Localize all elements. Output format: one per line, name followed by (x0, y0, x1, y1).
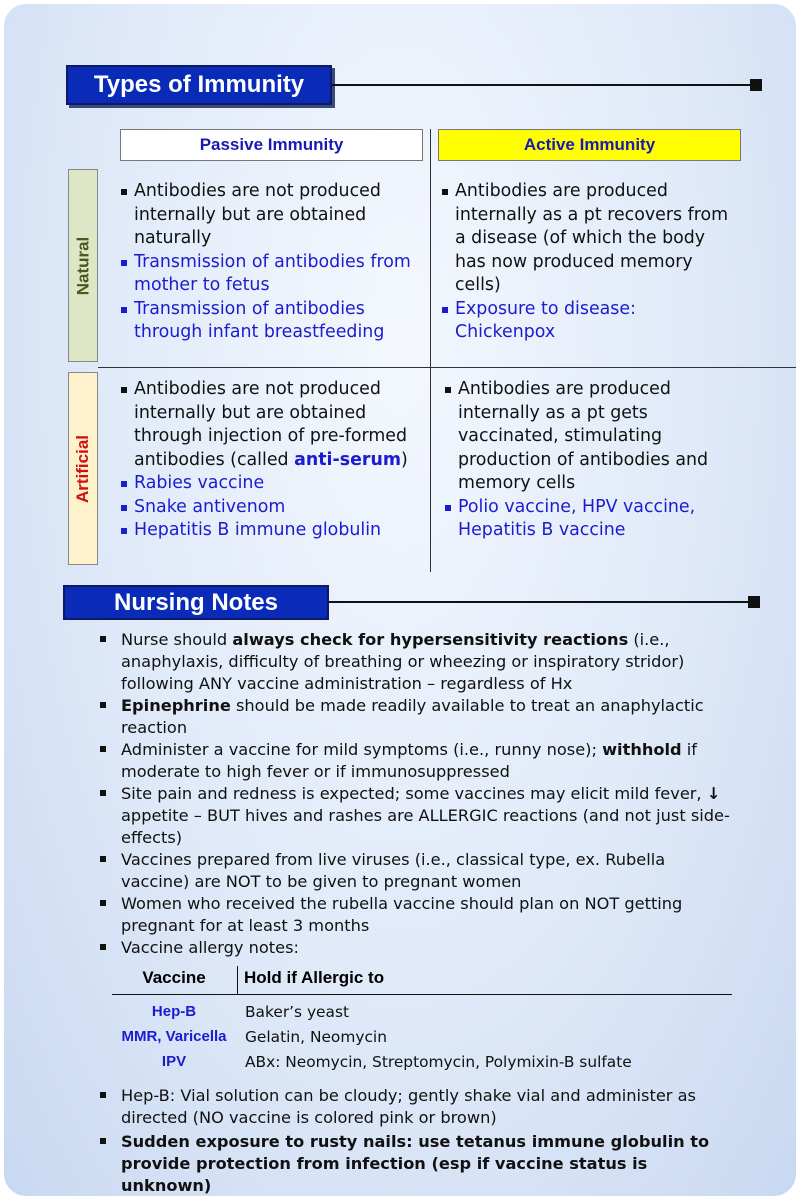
note-live-viruses: Vaccines prepared from live viruses (i.e… (96, 849, 736, 893)
natural-active-cell: Antibodies are produced internally as a … (441, 180, 733, 345)
note-3-bold: withhold (602, 740, 682, 759)
natural-row-label-text: Natural (73, 236, 93, 295)
note-rusty-nails: Sudden exposure to rusty nails: use teta… (96, 1131, 736, 1196)
passive-immunity-header: Passive Immunity (120, 129, 423, 161)
artificial-passive-main-a: Antibodies are not produced internally b… (134, 379, 408, 470)
anti-serum-highlight: anti-serum (294, 449, 401, 470)
grid-vertical-divider (430, 129, 431, 572)
natural-passive-main: Antibodies are not produced internally b… (120, 180, 420, 251)
table-row: IPV ABx: Neomycin, Streptomycin, Polymix… (112, 1051, 732, 1076)
note-rubella: Women who received the rubella vaccine s… (96, 893, 736, 937)
note-epinephrine: Epinephrine should be made readily avail… (96, 695, 736, 739)
note-3-text-b: if moderate to high fever or if immunosu… (121, 740, 697, 781)
table-row: MMR, Varicella Gelatin, Neomycin (112, 1026, 732, 1051)
notes-rule-end-square (748, 596, 760, 608)
note-1-bold: always check for hypersensitivity reacti… (232, 630, 629, 649)
vaccine-name: Hep-B (151, 1003, 197, 1020)
artificial-passive-main: Antibodies are not produced internally b… (120, 378, 422, 472)
arrow-down-icon: ↓ (706, 784, 721, 803)
nursing-notes-list: Nurse should always check for hypersensi… (96, 629, 736, 959)
natural-row-label: Natural (68, 169, 98, 362)
vaccine-name: IPV (161, 1053, 187, 1070)
grid-horizontal-divider (98, 367, 796, 368)
allergen: Baker’s yeast (245, 1003, 350, 1021)
note-4-text-a: Site pain and redness is expected; some … (121, 784, 707, 803)
note-3-text-a: Administer a vaccine for mild symptoms (… (121, 740, 603, 759)
artificial-row-label-text: Artificial (73, 434, 92, 503)
natural-passive-example-1: Transmission of antibodies from mother t… (120, 251, 420, 298)
artificial-passive-example-1: Rabies vaccine (120, 472, 422, 496)
natural-passive-cell: Antibodies are not produced internally b… (120, 180, 420, 345)
note-2-text: should be made readily available to trea… (121, 696, 704, 737)
nursing-notes-title: Nursing Notes (63, 585, 329, 620)
artificial-active-cell: Antibodies are produced internally as a … (444, 378, 736, 543)
note-allergy-intro: Vaccine allergy notes: (96, 937, 736, 959)
notes-rule (329, 601, 753, 603)
note-administer: Administer a vaccine for mild symptoms (… (96, 739, 736, 783)
nursing-notes-list-continued: Hep-B: Vial solution can be cloudy; gent… (96, 1085, 736, 1196)
artificial-passive-example-3: Hepatitis B immune globulin (120, 519, 422, 543)
table-row: Hep-B Baker’s yeast (112, 1001, 732, 1026)
vaccine-allergy-table: Vaccine Hold if Allergic to Hep-B Baker’… (112, 966, 732, 1076)
artificial-active-main: Antibodies are produced internally as a … (444, 378, 736, 496)
title-rule (332, 84, 754, 86)
note-1-text-b: (i.e., anaphylaxis, difficulty of breath… (121, 630, 685, 693)
natural-active-main: Antibodies are produced internally as a … (441, 180, 733, 298)
natural-active-example-1: Exposure to disease: Chickenpox (441, 298, 733, 345)
artificial-passive-main-b: ) (400, 449, 408, 470)
artificial-active-example-1: Polio vaccine, HPV vaccine, Hepatitis B … (444, 496, 736, 543)
page-card: Types of Immunity Passive Immunity Activ… (4, 4, 796, 1196)
note-1-text-a: Nurse should (121, 630, 233, 649)
col-vaccine-header: Vaccine (142, 968, 206, 987)
note-site-pain: Site pain and redness is expected; some … (96, 783, 736, 849)
artificial-passive-example-2: Snake antivenom (120, 496, 422, 520)
note-2-bold: Epinephrine (121, 696, 231, 715)
allergen: ABx: Neomycin, Streptomycin, Polymixin-B… (245, 1053, 632, 1071)
types-of-immunity-title: Types of Immunity (66, 65, 332, 105)
header-column-separator (237, 966, 238, 994)
title-rule-end-square (750, 79, 762, 91)
vaccine-allergy-table-header: Vaccine Hold if Allergic to (112, 966, 732, 995)
col-hold-header: Hold if Allergic to (244, 968, 385, 987)
active-immunity-header: Active Immunity (438, 129, 741, 161)
allergen: Gelatin, Neomycin (245, 1028, 387, 1046)
note-4-text-b: appetite – BUT hives and rashes are ALLE… (121, 806, 730, 847)
artificial-passive-cell: Antibodies are not produced internally b… (120, 378, 422, 543)
note-hypersensitivity: Nurse should always check for hypersensi… (96, 629, 736, 695)
natural-passive-example-2: Transmission of antibodies through infan… (120, 298, 420, 345)
artificial-row-label: Artificial (68, 372, 98, 565)
vaccine-name: MMR, Varicella (121, 1028, 227, 1045)
note-hep-b-vial: Hep-B: Vial solution can be cloudy; gent… (96, 1085, 736, 1129)
